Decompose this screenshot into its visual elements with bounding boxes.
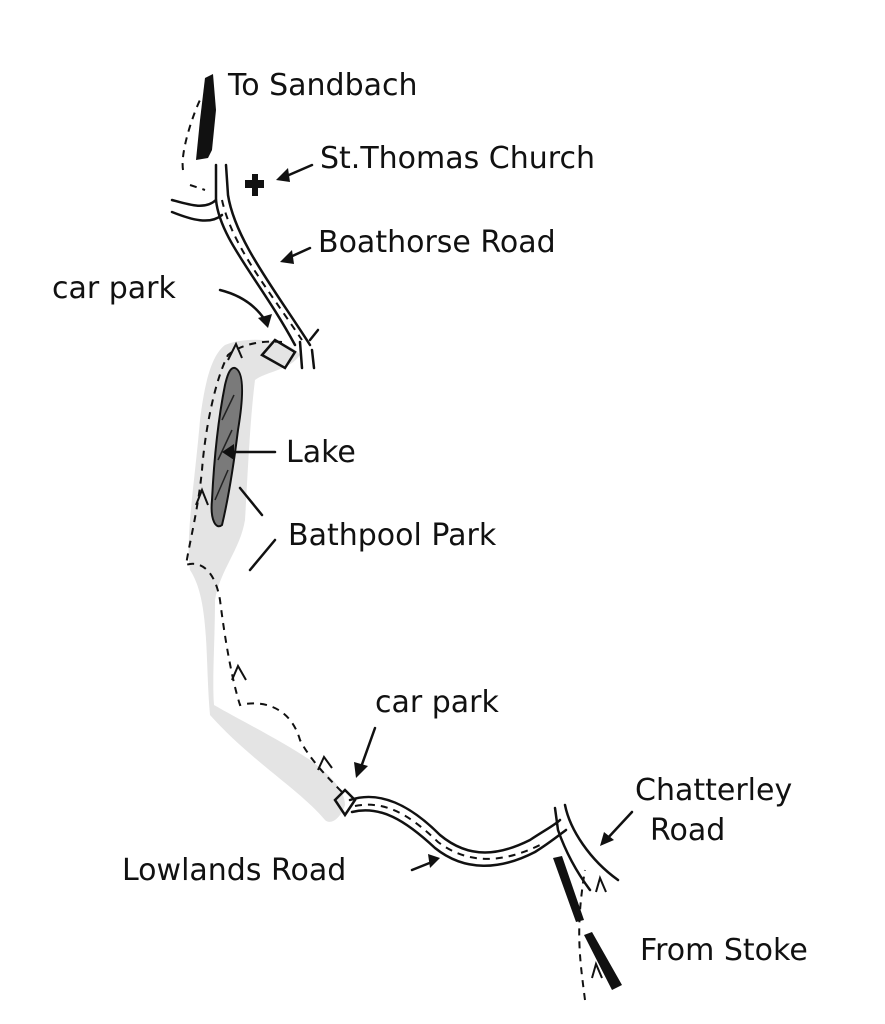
- label-chatterley: Chatterley: [635, 773, 792, 808]
- label-lake: Lake: [286, 435, 356, 470]
- label-bathpool-park: Bathpool Park: [288, 518, 497, 553]
- lowlands-route: [354, 803, 541, 860]
- chatterley-road-west: [553, 806, 592, 892]
- label-boathorse-road: Boathorse Road: [318, 225, 556, 260]
- boathorse-road-west-edge: [214, 163, 297, 347]
- label-car-park-south: car park: [375, 685, 500, 720]
- road-from-stoke: [553, 856, 622, 990]
- label-chatterley-road: Road: [650, 813, 725, 848]
- boathorse-road-east-edge: [224, 163, 312, 347]
- bathpool-park-area: [188, 339, 345, 822]
- chatterley-road-east: [563, 803, 620, 882]
- road-to-sandbach: [196, 74, 216, 160]
- leader-lines: [218, 163, 634, 872]
- boathorse-route: [221, 199, 303, 341]
- church-icon: [245, 174, 264, 196]
- lowlands-road-south-edge: [350, 809, 568, 867]
- car-park-north-icon: [260, 338, 297, 370]
- side-road-south: [170, 210, 224, 222]
- label-from-stoke: From Stoke: [640, 933, 808, 968]
- label-st-thomas-church: St.Thomas Church: [320, 141, 595, 176]
- lowlands-road-north-edge: [348, 795, 562, 854]
- lake-hatching: [214, 394, 235, 501]
- label-lowlands-road: Lowlands Road: [122, 853, 346, 888]
- label-to-sandbach: To Sandbach: [227, 68, 418, 103]
- side-road-north: [170, 198, 218, 207]
- boathorse-road-end: [298, 328, 320, 370]
- lake: [210, 366, 244, 528]
- car-park-south-icon: [333, 788, 357, 818]
- walking-route: [181, 99, 346, 796]
- stoke-route: [578, 869, 586, 1001]
- route-arrows: [195, 341, 607, 979]
- label-car-park-north: car park: [52, 271, 177, 306]
